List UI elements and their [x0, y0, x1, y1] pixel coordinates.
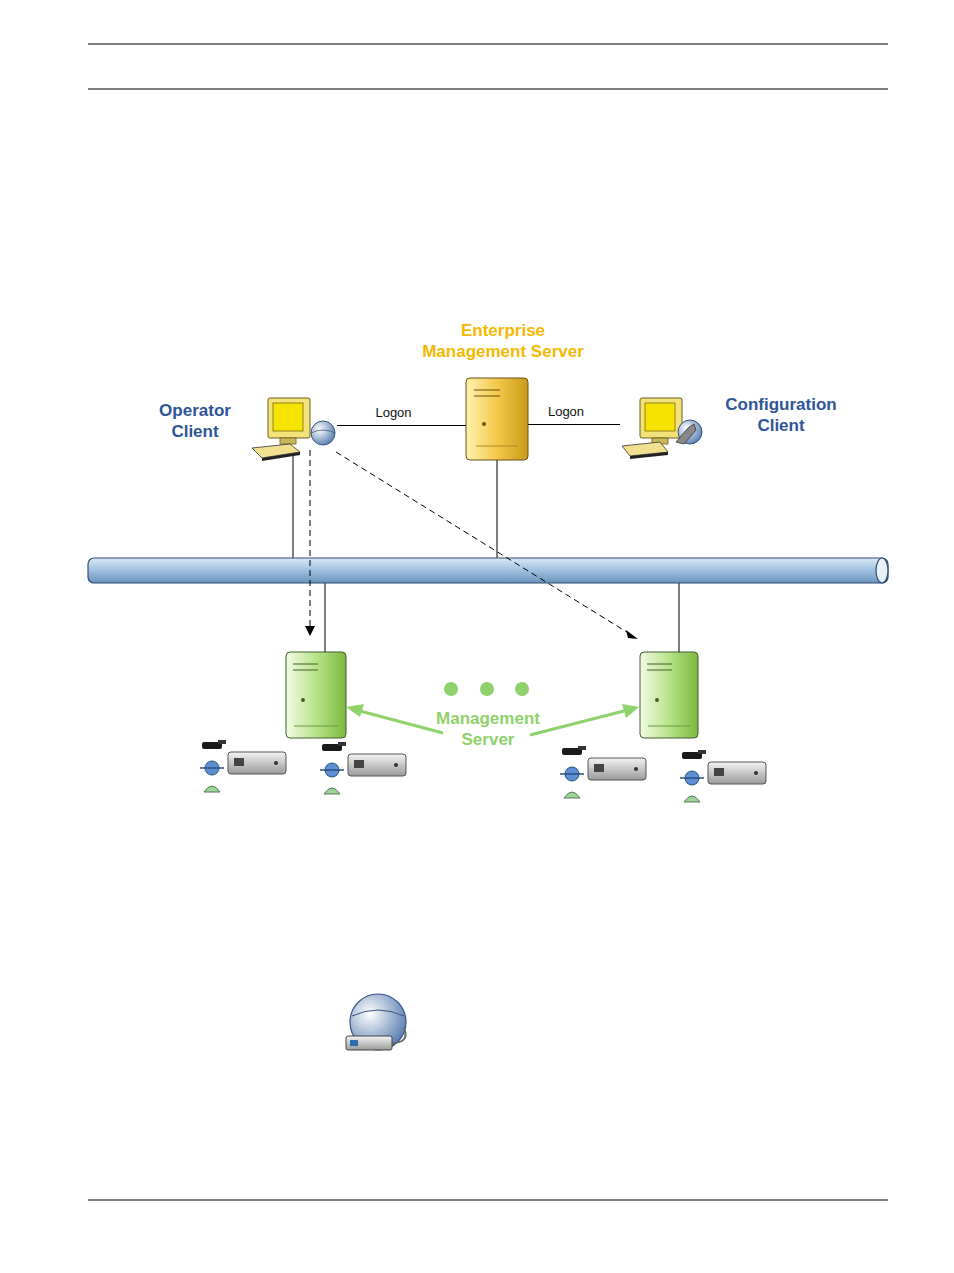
- node-label: Management Server: [432, 708, 544, 750]
- management-server-icon: [286, 652, 346, 738]
- node-label: Enterprise Management Server: [413, 320, 593, 362]
- device-globe-icon: [346, 994, 406, 1050]
- configuration-client: Configuration Client: [620, 398, 705, 462]
- footer-rule: [88, 1200, 888, 1201]
- logon-connector: [337, 425, 466, 426]
- network-wires: [293, 455, 679, 656]
- logon-connector: [528, 424, 620, 425]
- header-rule: [88, 89, 888, 90]
- node-label: Operator Client: [148, 400, 242, 442]
- node-label: Configuration Client: [711, 394, 851, 436]
- dashed-arrows: [310, 450, 630, 634]
- header-rule: [88, 44, 888, 45]
- enterprise-server: Enterprise Management Server: [466, 378, 528, 460]
- network-bus: [88, 558, 888, 583]
- edge-label: Logon: [375, 405, 411, 420]
- edge-label: Logon: [548, 404, 584, 419]
- management-server-icon: [640, 652, 698, 738]
- enterprise-server-icon: [466, 378, 528, 460]
- device-group: [200, 740, 766, 802]
- configuration-computer-icon: [622, 398, 702, 459]
- operator-client: Operator Client: [255, 400, 337, 464]
- management-server-label: Management Server: [432, 708, 544, 752]
- ellipsis-dots: [444, 682, 529, 696]
- operator-computer-icon: [252, 398, 335, 461]
- dashed-arrowheads: [305, 626, 638, 639]
